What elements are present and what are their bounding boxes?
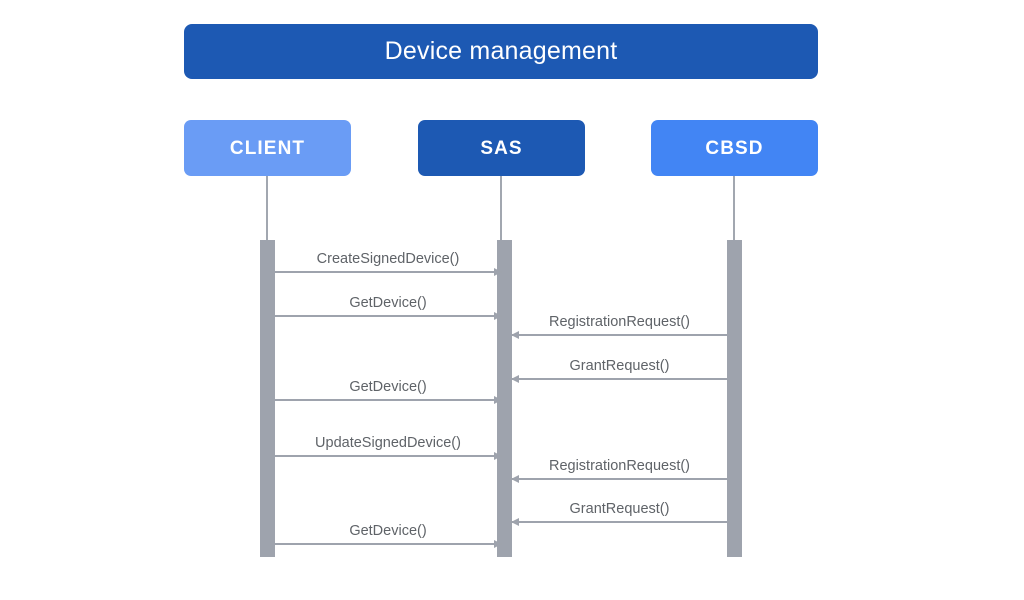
lifeline-cbsd (733, 176, 735, 242)
message-1-createsigneddevice: CreateSignedDevice() (275, 251, 502, 276)
message-line (512, 378, 727, 380)
diagram-title-bar: Device management (184, 24, 818, 79)
message-6-updatesigneddevice: UpdateSignedDevice() (275, 435, 502, 460)
participant-label-cbsd: CBSD (705, 137, 764, 159)
lifeline-sas (500, 176, 502, 242)
message-line (275, 315, 501, 317)
activation-bar-cbsd (727, 240, 742, 557)
message-2-getdevice: GetDevice() (275, 295, 502, 320)
message-3-registrationrequest: RegistrationRequest() (511, 314, 727, 339)
participant-sas[interactable]: SAS (418, 120, 585, 176)
activation-bar-client (260, 240, 275, 557)
participant-client[interactable]: CLIENT (184, 120, 351, 176)
arrowhead-right-icon (494, 451, 502, 460)
message-line (275, 271, 501, 273)
message-label: GrantRequest() (569, 357, 670, 374)
message-line (512, 478, 727, 480)
arrowhead-left-icon (511, 330, 519, 339)
diagram-title: Device management (384, 37, 618, 65)
message-line (512, 334, 727, 336)
message-label: RegistrationRequest() (548, 457, 691, 474)
participant-cbsd[interactable]: CBSD (651, 120, 818, 176)
message-label: CreateSignedDevice() (316, 250, 460, 267)
message-label: RegistrationRequest() (548, 313, 691, 330)
message-label: GrantRequest() (569, 500, 670, 517)
message-7-registrationrequest: RegistrationRequest() (511, 458, 727, 483)
message-label: UpdateSignedDevice() (315, 434, 461, 451)
arrowhead-right-icon (494, 395, 502, 404)
arrowhead-left-icon (511, 474, 519, 483)
message-9-getdevice: GetDevice() (275, 523, 502, 548)
message-line (275, 543, 501, 545)
arrowhead-right-icon (494, 311, 502, 320)
arrowhead-right-icon (494, 267, 502, 276)
message-label: GetDevice() (349, 522, 427, 539)
message-line (275, 455, 501, 457)
participant-label-sas: SAS (480, 137, 523, 159)
message-line (275, 399, 501, 401)
message-5-getdevice: GetDevice() (275, 379, 502, 404)
message-line (512, 521, 727, 523)
arrowhead-right-icon (494, 539, 502, 548)
message-label: GetDevice() (349, 294, 427, 311)
message-4-grantrequest: GrantRequest() (511, 358, 727, 383)
message-8-grantrequest: GrantRequest() (511, 501, 727, 526)
arrowhead-left-icon (511, 374, 519, 383)
message-label: GetDevice() (349, 378, 427, 395)
participant-label-client: CLIENT (229, 137, 306, 159)
lifeline-client (266, 176, 268, 242)
arrowhead-left-icon (511, 517, 519, 526)
